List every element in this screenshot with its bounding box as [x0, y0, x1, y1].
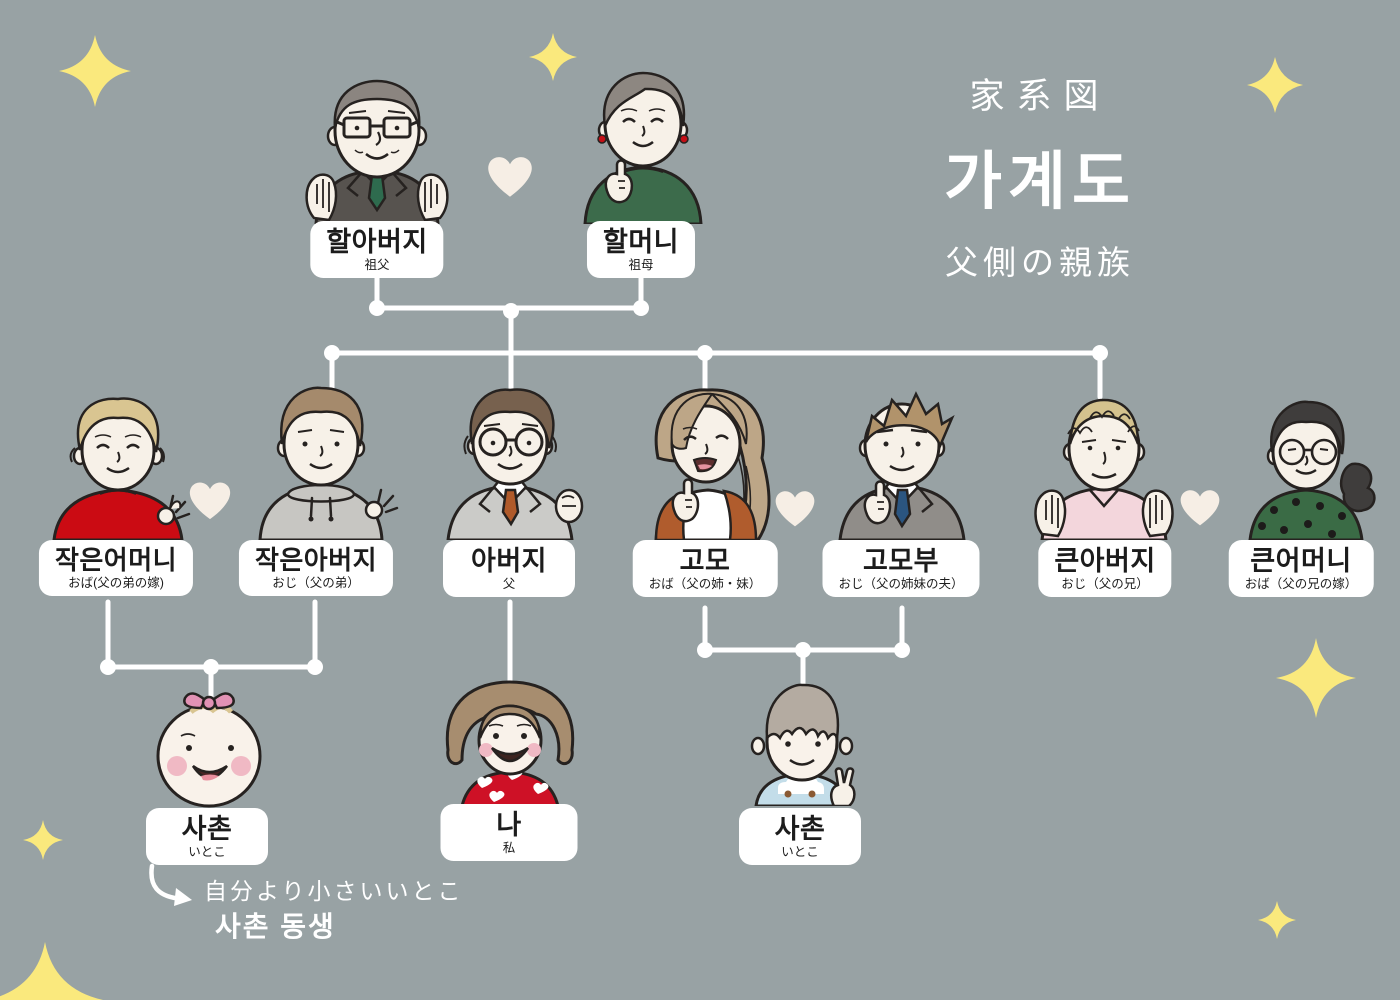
- label-grandmother: 할머니 祖母: [586, 221, 696, 279]
- grandmother-name-ko: 할머니: [602, 227, 680, 257]
- annotation-note-ja: 自分より小さいいとこ: [204, 878, 464, 904]
- father-name-ko: 아버지: [470, 546, 548, 576]
- scalloped-bangs: [765, 683, 840, 742]
- heart-icon: [189, 482, 231, 520]
- thumbs-up-hand: [671, 478, 700, 523]
- ok-hand: [364, 488, 399, 520]
- grandmother-figure: [583, 71, 703, 224]
- thumbs-up-hand: [863, 480, 892, 525]
- uncle-elder-figure: [1034, 398, 1174, 540]
- label-cousin-boy: 사촌 いとこ: [739, 808, 861, 866]
- heart-icon: [1180, 490, 1220, 526]
- aunt-elder-name-ja: おば（父の兄の嫁）: [1244, 577, 1358, 592]
- grandmother-name-ja: 祖母: [628, 258, 654, 273]
- grandfather-name-ja: 祖父: [364, 258, 390, 273]
- label-cousin-baby: 사촌 いとこ: [146, 808, 268, 866]
- grandfather-figure: [305, 79, 449, 224]
- annotation-arrow-icon: [149, 863, 192, 906]
- aunt-gomo-name-ko: 고모: [679, 546, 731, 576]
- label-aunt-elder: 큰어머니 おば（父の兄の嫁）: [1228, 540, 1374, 598]
- me-name-ko: 나: [496, 810, 522, 840]
- uncle-younger-name-ko: 작은아버지: [254, 545, 378, 575]
- uncle-younger-name-ja: おじ（父の弟）: [272, 576, 360, 591]
- title-korean: 가계도: [944, 147, 1136, 217]
- uncle-gomobu-name-ko: 고모부: [862, 546, 940, 576]
- label-aunt-gomo: 고모 おば（父の姉・妹）: [632, 540, 778, 598]
- cousin-baby-name-ko: 사촌: [181, 814, 233, 844]
- cousin-boy-figure: [750, 683, 856, 806]
- label-grandfather: 할아버지 祖父: [310, 221, 444, 279]
- title-caption: 父側の親族: [945, 244, 1135, 281]
- uncle-gomobu-name-ja: おじ（父の姉妹の夫）: [838, 577, 964, 592]
- label-uncle-gomobu: 고모부 おじ（父の姉妹の夫）: [822, 540, 980, 598]
- uncle-younger-figure: [258, 386, 399, 540]
- wavy-hair-lines: [1067, 410, 1140, 435]
- hair-bun: [1340, 462, 1376, 513]
- blush: [231, 756, 251, 776]
- uncle-elder-name-ja: おじ（父の兄）: [1061, 577, 1149, 592]
- label-aunt-younger: 작은어머니 おば(父の弟の嫁): [38, 540, 194, 597]
- title-japanese: 家系図: [969, 77, 1111, 116]
- baby-bow: [183, 692, 235, 711]
- cousin-boy-name-ja: いとこ: [781, 845, 819, 860]
- label-uncle-elder: 큰아버지 おじ（父の兄）: [1038, 540, 1172, 598]
- ok-hand: [156, 494, 191, 526]
- grandfather-name-ko: 할아버지: [326, 227, 428, 257]
- blush: [479, 743, 493, 757]
- cousin-baby-figure: [156, 692, 262, 808]
- heart-icon: [488, 157, 532, 197]
- aunt-younger-name-ko: 작은어머니: [54, 545, 178, 575]
- me-figure: [445, 680, 575, 806]
- uncle-gomobu-figure: [838, 391, 966, 540]
- heart-pattern: [477, 768, 549, 802]
- label-uncle-younger: 작은아버지 おじ（父の弟）: [238, 540, 394, 597]
- aunt-elder-name-ko: 큰어머니: [1250, 546, 1352, 576]
- peace-hand: [829, 767, 856, 806]
- aunt-gomo-name-ja: おば（父の姉・妹）: [648, 577, 762, 592]
- me-name-ja: 私: [502, 841, 516, 856]
- father-name-ja: 父: [502, 577, 516, 592]
- aunt-gomo-figure: [654, 388, 771, 540]
- aunt-younger-name-ja: おば(父の弟の嫁): [68, 576, 164, 591]
- heart-icon: [775, 491, 815, 527]
- blush: [527, 743, 541, 757]
- father-figure: [446, 388, 584, 540]
- aunt-elder-figure: [1248, 400, 1376, 540]
- aunt-younger-figure: [52, 397, 191, 540]
- blush: [167, 756, 187, 776]
- label-me: 나 私: [440, 804, 578, 862]
- cousin-baby-name-ja: いとこ: [188, 845, 226, 860]
- poster-title: 家系図 가계도 父側の親族: [895, 68, 1185, 284]
- cousin-boy-name-ko: 사촌: [774, 814, 826, 844]
- polka-dots: [1258, 498, 1346, 538]
- fist-hand: [554, 488, 584, 524]
- label-father: 아버지 父: [443, 540, 575, 598]
- annotation-term-ko: 사촌 동생: [215, 911, 336, 942]
- uncle-elder-name-ko: 큰아버지: [1054, 546, 1156, 576]
